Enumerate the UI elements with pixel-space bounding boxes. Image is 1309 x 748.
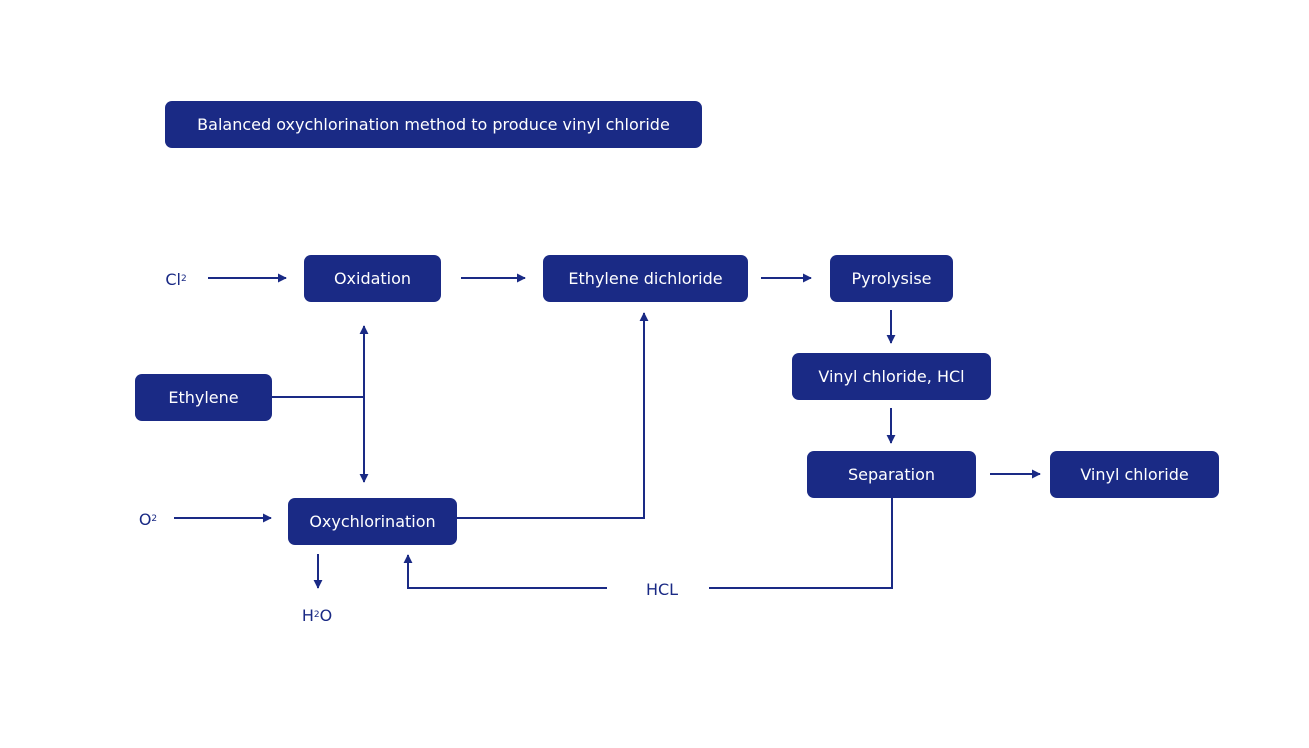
node-ethylene-dichloride: Ethylene dichloride bbox=[543, 255, 748, 302]
connector-separation-to-hcl bbox=[709, 497, 893, 589]
label-h2o-tail: O bbox=[319, 605, 333, 625]
node-vinyl-chloride: Vinyl chloride bbox=[1050, 451, 1219, 498]
node-oxidation: Oxidation bbox=[304, 255, 441, 302]
label-cl2-base: Cl bbox=[165, 269, 181, 289]
node-vinyl-chloride-hcl: Vinyl chloride, HCl bbox=[792, 353, 991, 400]
node-separation: Separation bbox=[807, 451, 976, 498]
node-pyrolysise: Pyrolysise bbox=[830, 255, 953, 302]
node-oxychlorination: Oxychlorination bbox=[288, 498, 457, 545]
label-h2o-base: H bbox=[301, 605, 314, 625]
arrow-oxychlorination-to-edc bbox=[456, 312, 649, 519]
label-o2-base: O bbox=[138, 509, 152, 529]
label-cl2-sub: 2 bbox=[180, 274, 187, 284]
diagram-title: Balanced oxychlorination method to produ… bbox=[165, 101, 702, 148]
label-hcl: HCL bbox=[645, 579, 679, 599]
label-o2-sub: 2 bbox=[151, 514, 158, 524]
node-ethylene: Ethylene bbox=[135, 374, 272, 421]
arrow-hcl-to-oxychlorination bbox=[403, 554, 607, 589]
label-h2o-sub: 2 bbox=[313, 610, 320, 620]
